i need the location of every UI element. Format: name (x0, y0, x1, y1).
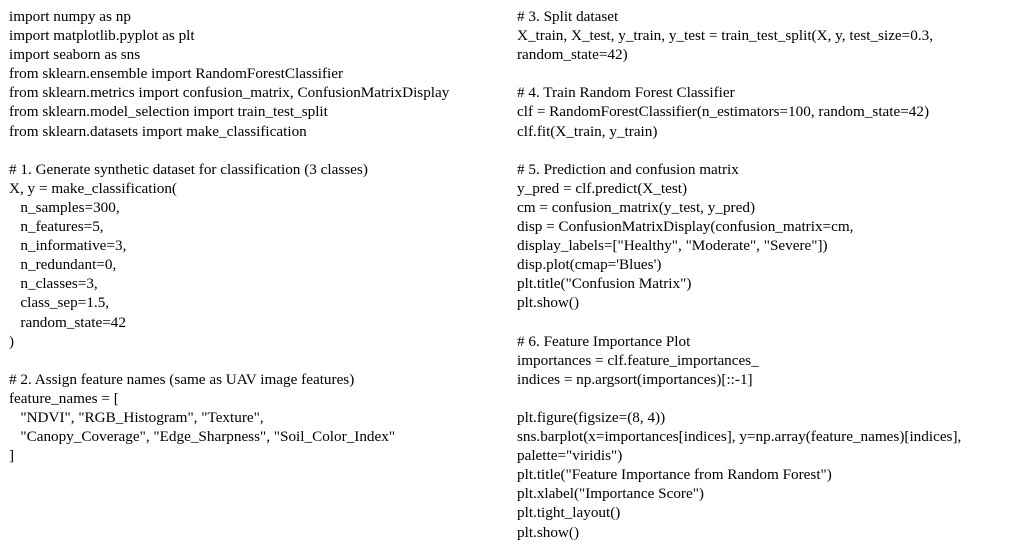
code-line: clf = RandomForestClassifier(n_estimator… (517, 103, 930, 121)
code-line: # 3. Split dataset (517, 8, 619, 25)
code-line: palette="viridis") (517, 447, 623, 465)
code-line: # 4. Train Random Forest Classifier (517, 84, 735, 102)
code-line: X_train, X_test, y_train, y_test = train… (517, 27, 934, 45)
code-line: display_labels=["Healthy", "Moderate", "… (517, 237, 828, 255)
code-line: import numpy as np (9, 8, 131, 25)
code-line: y_pred = clf.predict(X_test) (517, 179, 688, 197)
code-line: indices = np.argsort(importances)[::-1] (517, 370, 753, 388)
code-line: import matplotlib.pyplot as plt (9, 27, 195, 45)
code-line: disp.plot(cmap='Blues') (517, 256, 662, 274)
code-line: plt.title("Feature Importance from Rando… (517, 466, 832, 484)
code-line: ] (9, 447, 15, 465)
code-line: random_state=42 (9, 313, 126, 331)
code-line (9, 351, 509, 370)
code-line: disp = ConfusionMatrixDisplay(confusion_… (517, 218, 854, 236)
code-line: # 6. Feature Importance Plot (517, 332, 691, 350)
code-line: from sklearn.ensemble import RandomFores… (9, 65, 344, 83)
code-line (517, 389, 1013, 408)
code-line: n_classes=3, (9, 275, 98, 293)
code-line: from sklearn.metrics import confusion_ma… (9, 84, 450, 102)
code-line: plt.show() (517, 294, 580, 312)
code-line: clf.fit(X_train, y_train) (517, 122, 658, 140)
code-line: # 5. Prediction and confusion matrix (517, 160, 739, 178)
code-line: import seaborn as sns (9, 46, 141, 64)
code-line: # 1. Generate synthetic dataset for clas… (9, 160, 368, 178)
code-line: from sklearn.datasets import make_classi… (9, 122, 307, 140)
code-line (517, 141, 1013, 160)
code-line: importances = clf.feature_importances_ (517, 351, 759, 369)
code-column-left: import numpy as np import matplotlib.pypl… (9, 7, 509, 465)
code-line: plt.figure(figsize=(8, 4)) (517, 408, 666, 426)
code-line: class_sep=1.5, (9, 294, 110, 312)
code-line: from sklearn.model_selection import trai… (9, 103, 328, 121)
code-line: plt.tight_layout() (517, 504, 621, 522)
code-line (9, 141, 509, 160)
code-line: random_state=42) (517, 46, 628, 64)
code-line: plt.show() (517, 523, 580, 541)
code-line: "NDVI", "RGB_Histogram", "Texture", (9, 408, 264, 426)
code-line: sns.barplot(x=importances[indices], y=np… (517, 428, 962, 446)
code-line: plt.xlabel("Importance Score") (517, 485, 704, 503)
code-line: n_redundant=0, (9, 256, 117, 274)
code-line: # 2. Assign feature names (same as UAV i… (9, 370, 355, 388)
code-line: n_samples=300, (9, 198, 120, 216)
code-line: n_features=5, (9, 218, 104, 236)
code-line: n_informative=3, (9, 237, 127, 255)
code-line (517, 64, 1013, 83)
code-line: cm = confusion_matrix(y_test, y_pred) (517, 198, 756, 216)
code-line: "Canopy_Coverage", "Edge_Sharpness", "So… (9, 428, 396, 446)
code-line: X, y = make_classification( (9, 179, 177, 197)
code-line: feature_names = [ (9, 389, 119, 407)
code-line (517, 313, 1013, 332)
code-line: plt.title("Confusion Matrix") (517, 275, 692, 293)
code-line: ) (9, 332, 15, 350)
